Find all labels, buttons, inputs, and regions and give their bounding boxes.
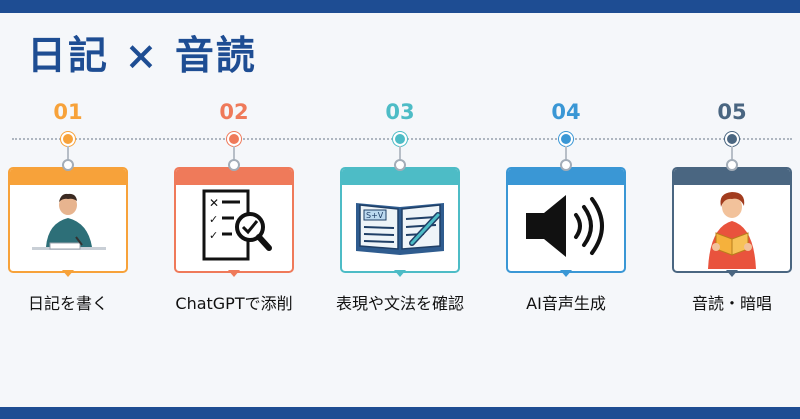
timeline-dot [227, 132, 241, 146]
connector-line [399, 146, 401, 166]
connector-ring [62, 159, 74, 171]
svg-text:S+V: S+V [366, 211, 384, 220]
step-label: 表現や文法を確認 [335, 294, 464, 313]
timeline-dot [61, 132, 75, 146]
step-number: 02 [219, 100, 249, 124]
step-label: 音読・暗唱 [691, 294, 772, 313]
card-header [10, 169, 126, 185]
step-label: ChatGPTで添削 [175, 294, 293, 313]
speaker-sound-icon [508, 185, 624, 271]
connector-line [731, 146, 733, 166]
card-header [508, 169, 624, 185]
card-pointer [228, 270, 240, 277]
card-header [674, 169, 790, 185]
step-card: S+V [340, 167, 460, 273]
connector-line [233, 146, 235, 166]
connector-line [67, 146, 69, 166]
card-pointer [394, 270, 406, 277]
open-book-pen-icon: S+V [342, 185, 458, 271]
step-card: ✕ ✓ ✓ [174, 167, 294, 273]
step-card [506, 167, 626, 273]
reading-person-icon [674, 185, 790, 271]
card-pointer [62, 270, 74, 277]
checklist-magnifier-icon: ✕ ✓ ✓ [176, 185, 292, 271]
timeline-dot [725, 132, 739, 146]
timeline-dot [559, 132, 573, 146]
connector-ring [228, 159, 240, 171]
svg-text:✓: ✓ [209, 213, 218, 226]
svg-text:✓: ✓ [209, 229, 218, 242]
page-title: 日記 × 音読 [27, 33, 257, 79]
step-card [672, 167, 792, 273]
card-pointer [726, 270, 738, 277]
connector-ring [726, 159, 738, 171]
step-number: 05 [717, 100, 747, 124]
writing-person-icon [10, 185, 126, 271]
card-header [176, 169, 292, 185]
bottom-banner-bar [0, 407, 800, 419]
step-number: 01 [53, 100, 83, 124]
timeline-dot [393, 132, 407, 146]
connector-line [565, 146, 567, 166]
step-number: 03 [385, 100, 415, 124]
step-number: 04 [551, 100, 581, 124]
step-label: 日記を書く [27, 294, 108, 313]
step-card [8, 167, 128, 273]
connector-ring [394, 159, 406, 171]
top-banner-bar [0, 0, 800, 13]
card-header [342, 169, 458, 185]
card-pointer [560, 270, 572, 277]
svg-text:✕: ✕ [209, 196, 219, 210]
step-label: AI音声生成 [526, 294, 606, 313]
connector-ring [560, 159, 572, 171]
